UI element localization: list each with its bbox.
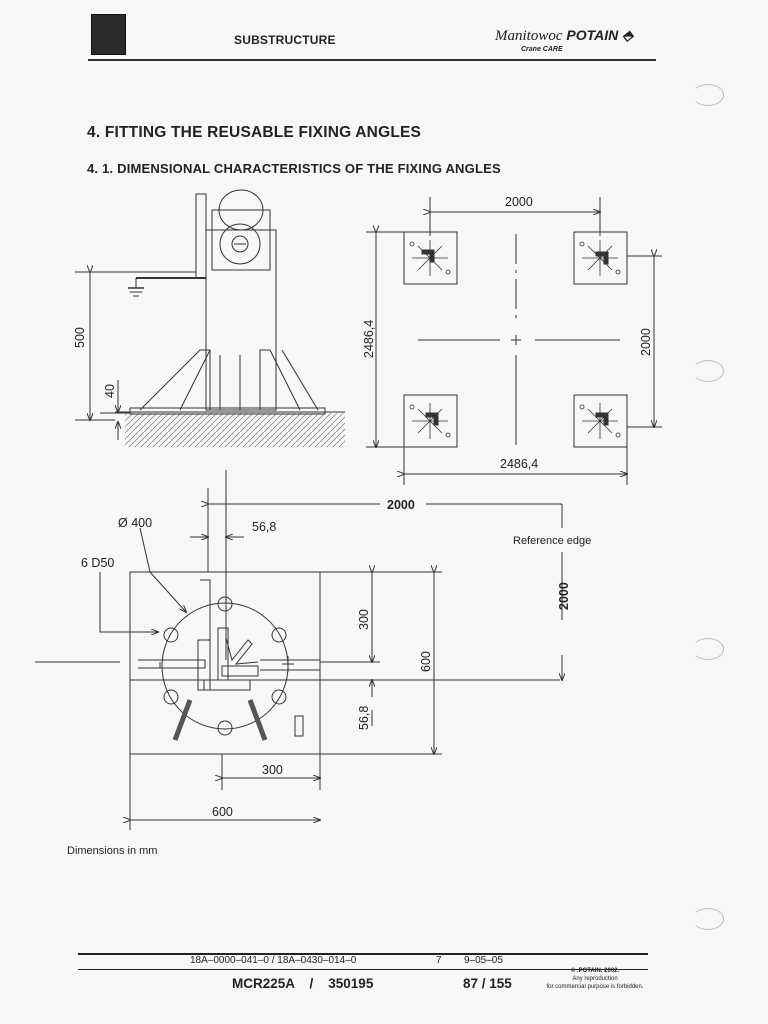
dimensions-note: Dimensions in mm xyxy=(67,845,158,857)
footer-page-number: 87 / 155 xyxy=(463,976,512,991)
dim-568-top: 56,8 xyxy=(252,520,276,534)
dim-300-vert: 300 xyxy=(357,609,371,630)
punch-hole-icon xyxy=(692,84,724,106)
copyright-line: Any reproduction xyxy=(572,976,618,982)
potain-mark-icon: ⬘ xyxy=(622,27,633,43)
copyright-line: © .POTAIN. 2002. xyxy=(570,968,620,974)
footer-edition: 7 xyxy=(436,955,442,966)
dim-diameter-400: Ø 400 xyxy=(118,516,152,530)
dim-40: 40 xyxy=(103,384,117,398)
fixing-angle-detail-view xyxy=(35,470,562,830)
dim-holes: 6 D50 xyxy=(81,556,114,570)
dim-500: 500 xyxy=(73,327,87,348)
brand-initial: M xyxy=(495,28,508,44)
footer-date: 9–05–05 xyxy=(464,955,503,966)
punch-hole-icon xyxy=(692,908,724,930)
section-heading: 4. FITTING THE REUSABLE FIXING ANGLES xyxy=(87,124,422,141)
dim-vert-2000: 2000 xyxy=(557,582,571,610)
brand-potain: POTAIN xyxy=(566,27,619,43)
dim-300-horiz: 300 xyxy=(262,763,283,777)
punch-hole-icon xyxy=(692,638,724,660)
dim-right-2000: 2000 xyxy=(639,328,653,356)
header-divider xyxy=(88,59,656,61)
footer-copyright: © .POTAIN. 2002. Any reproduction for co… xyxy=(540,967,650,991)
brand-subtitle: Crane CARE xyxy=(521,46,563,53)
dim-bottom-2486: 2486,4 xyxy=(500,457,538,471)
brand-manitowoc: anitowoc xyxy=(507,28,563,44)
subsection-heading: 4. 1. DIMENSIONAL CHARACTERISTICS OF THE… xyxy=(87,161,501,176)
copyright-line: for commercial purpose is forbidden. xyxy=(546,984,644,990)
side-elevation-view xyxy=(75,189,345,447)
dim-mid-2000: 2000 xyxy=(387,498,415,512)
footer-divider-secondary xyxy=(78,969,648,970)
brand-logo: Manitowoc POTAIN ⬘ xyxy=(495,27,633,45)
dim-top-2000: 2000 xyxy=(505,195,533,209)
reference-edge-label: Reference edge xyxy=(513,535,591,547)
dim-left-2486: 2486,4 xyxy=(362,320,376,358)
header-section-title: SUBSTRUCTURE xyxy=(234,33,336,47)
punch-hole-icon xyxy=(692,360,724,382)
footer-divider xyxy=(78,953,648,955)
dim-600-horiz: 600 xyxy=(212,805,233,819)
document-logo-icon xyxy=(91,14,126,55)
footer-model: MCR225A / 350195 xyxy=(232,976,374,991)
dim-600-vert: 600 xyxy=(419,651,433,672)
dim-568-vert: 56,8 xyxy=(357,706,371,730)
foundation-plan-view xyxy=(366,197,662,485)
footer-references: 18A–0000–041–0 / 18A–0430–014–0 xyxy=(190,955,357,966)
